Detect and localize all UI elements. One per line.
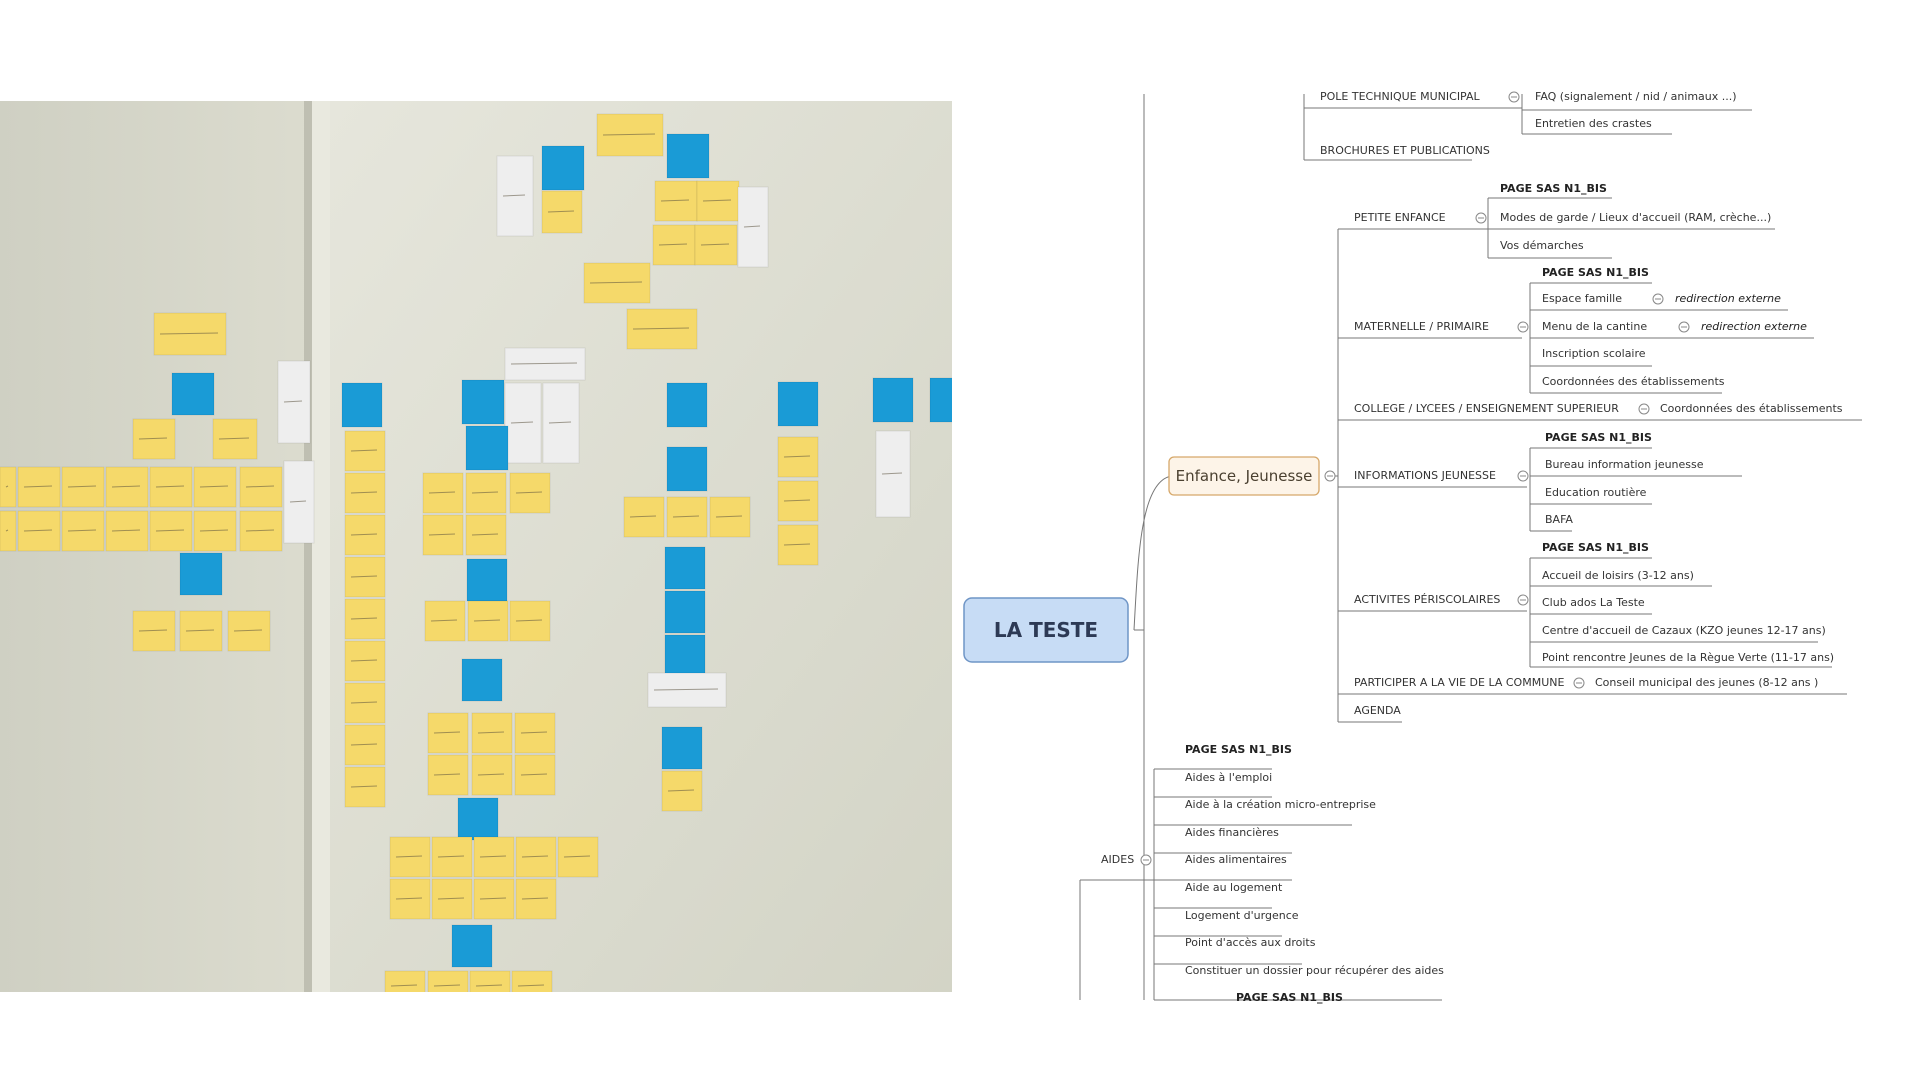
sticky-note: [512, 971, 552, 992]
aides-item-2: Aides financières: [1185, 826, 1279, 839]
sticky-note: [667, 134, 709, 178]
petite-enfance-item-1: Vos démarches: [1500, 239, 1584, 252]
wall-seam-highlight: [312, 101, 330, 992]
sticky-note: [876, 431, 910, 517]
mindmap: LA TESTE Enfance, Jeunesse POLE TECHNIQU…: [952, 0, 1920, 1080]
maternelle-item-2: Inscription scolaire: [1542, 347, 1646, 360]
sticky-note: [0, 467, 16, 507]
info-jeunesse-sas: PAGE SAS N1_BIS: [1545, 431, 1652, 444]
sticky-note: [667, 447, 707, 491]
sticky-note: [667, 383, 707, 427]
mindmap-canvas: LA TESTE Enfance, Jeunesse POLE TECHNIQU…: [952, 0, 1920, 1080]
petite-enfance-sas: PAGE SAS N1_BIS: [1500, 182, 1607, 195]
sticky-note: [428, 971, 468, 992]
periscolaires-item-2: Centre d'accueil de Cazaux (KZO jeunes 1…: [1542, 624, 1826, 637]
sticky-note: [665, 547, 705, 589]
sticky-note: [665, 591, 705, 633]
maternelle-sas: PAGE SAS N1_BIS: [1542, 266, 1649, 279]
maternelle-redirect-0: redirection externe: [1675, 292, 1781, 305]
sticky-note: [172, 373, 214, 415]
maternelle-redirect-1: redirection externe: [1701, 320, 1807, 333]
aides-label: AIDES: [1101, 853, 1134, 866]
wall-seam: [304, 101, 312, 992]
bottom-sas: PAGE SAS N1_BIS: [1236, 991, 1343, 1004]
sticky-note: [738, 187, 768, 267]
sticky-note: [662, 727, 702, 769]
participer-item: Conseil municipal des jeunes (8-12 ans ): [1595, 676, 1818, 689]
college-label: COLLEGE / LYCEES / ENSEIGNEMENT SUPERIEU…: [1354, 402, 1619, 415]
petite-enfance-item-0: Modes de garde / Lieux d'accueil (RAM, c…: [1500, 211, 1771, 224]
sticky-note: [462, 380, 504, 424]
sticky-note: [462, 659, 502, 701]
sticky-note: [505, 383, 541, 463]
sticky-note: [930, 378, 952, 422]
maternelle-item-0: Espace famille: [1542, 292, 1622, 305]
root-label: LA TESTE: [994, 618, 1098, 642]
maternelle-item-3: Coordonnées des établissements: [1542, 375, 1725, 388]
aides-item-0: Aides à l'emploi: [1185, 771, 1272, 784]
sticky-note: [467, 559, 507, 601]
info-jeunesse-item-2: BAFA: [1545, 513, 1573, 526]
sticky-note: [542, 146, 584, 190]
sticky-note: [778, 382, 818, 426]
college-item: Coordonnées des établissements: [1660, 402, 1843, 415]
sticky-note: [278, 361, 310, 443]
periscolaires-item-0: Accueil de loisirs (3-12 ans): [1542, 569, 1694, 582]
entretien-label: Entretien des crastes: [1535, 117, 1652, 130]
sticky-note: [665, 635, 705, 677]
periscolaires-sas: PAGE SAS N1_BIS: [1542, 541, 1649, 554]
info-jeunesse-item-1: Education routière: [1545, 486, 1647, 499]
periscolaires-item-3: Point rencontre Jeunes de la Règue Verte…: [1542, 651, 1834, 664]
sticky-note: [342, 383, 382, 427]
periscolaires-item-1: Club ados La Teste: [1542, 596, 1645, 609]
aides-item-5: Logement d'urgence: [1185, 909, 1299, 922]
aides-item-3: Aides alimentaires: [1185, 853, 1287, 866]
sticky-note: [543, 383, 579, 463]
aides-item-7: Constituer un dossier pour récupérer des…: [1185, 964, 1444, 977]
faq-label: FAQ (signalement / nid / animaux ...): [1535, 90, 1737, 103]
aides-sas: PAGE SAS N1_BIS: [1185, 743, 1292, 756]
info-jeunesse-item-0: Bureau information jeunesse: [1545, 458, 1704, 471]
sticky-note: [0, 511, 16, 551]
sticky-note: [452, 925, 492, 967]
periscolaires-label: ACTIVITES PÉRISCOLAIRES: [1354, 593, 1500, 606]
maternelle-item-1: Menu de la cantine: [1542, 320, 1647, 333]
sticky-note: [458, 798, 498, 840]
sticky-wall-illustration: [0, 101, 952, 992]
sticky-note: [873, 378, 913, 422]
agenda-label: AGENDA: [1354, 704, 1401, 717]
aides-item-1: Aide à la création micro-entreprise: [1185, 798, 1376, 811]
sticky-notes-photo: [0, 101, 952, 992]
pole-technique-label: POLE TECHNIQUE MUNICIPAL: [1320, 90, 1481, 103]
sticky-note: [497, 156, 533, 236]
brochures-label: BROCHURES ET PUBLICATIONS: [1320, 144, 1490, 157]
sticky-note: [470, 971, 510, 992]
sticky-note: [385, 971, 425, 992]
enfance-jeunesse-label: Enfance, Jeunesse: [1176, 467, 1313, 485]
info-jeunesse-label: INFORMATIONS JEUNESSE: [1354, 469, 1496, 482]
sticky-note: [466, 426, 508, 470]
sticky-note: [180, 553, 222, 595]
aides-item-6: Point d'accès aux droits: [1185, 936, 1316, 949]
sticky-note: [284, 461, 314, 543]
participer-label: PARTICIPER A LA VIE DE LA COMMUNE: [1354, 676, 1564, 689]
aides-item-4: Aide au logement: [1185, 881, 1283, 894]
maternelle-label: MATERNELLE / PRIMAIRE: [1354, 320, 1489, 333]
petite-enfance-label: PETITE ENFANCE: [1354, 211, 1446, 224]
